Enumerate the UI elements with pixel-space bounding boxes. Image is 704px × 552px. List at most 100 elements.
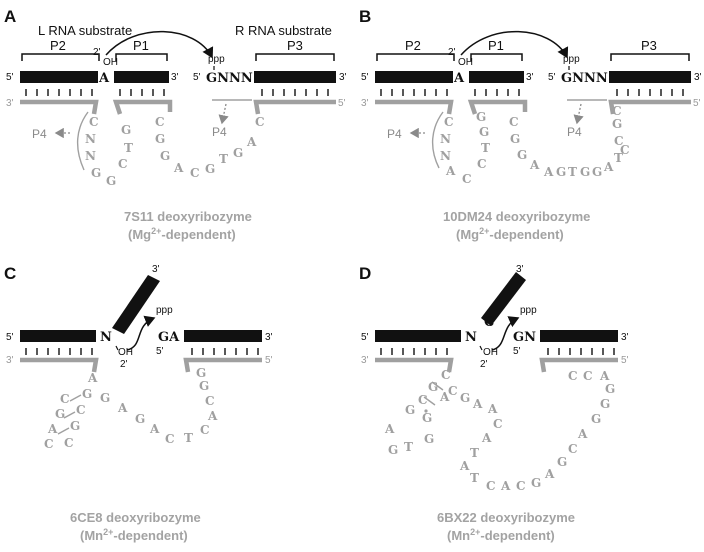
- loop-nucleotide: C: [620, 143, 630, 157]
- stem-pairings: [57, 394, 82, 435]
- five-prime-label: 5': [338, 98, 346, 109]
- loop-nucleotide: A: [577, 427, 588, 441]
- loop-nucleotide: A: [246, 135, 257, 149]
- n-nucleotide: N: [465, 330, 477, 345]
- metal-dependence: (Mg2+-dependent): [128, 226, 236, 242]
- loop-nucleotide: A: [472, 397, 483, 411]
- oh-bond: [115, 345, 119, 351]
- p1-bracket: [115, 53, 168, 61]
- loop-nucleotide: A: [544, 467, 555, 481]
- ppp-label: ppp: [156, 305, 173, 316]
- loop-nucleotide: A: [149, 422, 160, 436]
- loop-nucleotide: C: [509, 115, 519, 129]
- loop-nucleotide: C: [568, 442, 578, 456]
- l-substrate-strand-p1: [469, 71, 524, 83]
- panel-a: A L RNA substrate R RNA substrate P2 P1 …: [4, 7, 347, 242]
- panel-c: C 3' 5' N GA 3' ppp OH 2' 5' 3' 5' A: [4, 264, 273, 543]
- panel-d: D 3' C 5' N GN 3' ppp OH 2' 5' 3' 5' C: [359, 264, 629, 543]
- loop-nucleotide: G: [460, 391, 470, 405]
- p2-bracket: [376, 53, 455, 61]
- gnnn-sequence: GNNN: [206, 71, 253, 86]
- p2-bracket: [21, 53, 100, 61]
- loop-nucleotide: G: [135, 412, 145, 426]
- loop-nucleotide: C: [448, 384, 458, 398]
- three-prime-label: 3': [6, 355, 14, 366]
- dna-arm-middle: [467, 99, 528, 115]
- loop-nucleotide: G: [612, 117, 622, 131]
- l-substrate-strand-p2: [375, 71, 453, 83]
- deoxyribozyme-name: 6CE8 deoxyribozyme: [70, 510, 201, 525]
- attack-arrow: [126, 315, 156, 351]
- five-prime-label: 5': [265, 355, 273, 366]
- r-rna-substrate-label: R RNA substrate: [235, 23, 332, 38]
- panel-letter: B: [359, 7, 371, 26]
- loop-nucleotide: C: [190, 166, 200, 180]
- base-pair-ticks: [25, 348, 259, 355]
- five-prime-label: 5': [361, 72, 369, 83]
- loop-nucleotide: G: [121, 123, 131, 137]
- catalytic-loop: C N N G G C T G C G G A C G T G A C: [85, 115, 265, 188]
- ligation-arrow: [105, 30, 214, 59]
- right-rna-strand: [540, 330, 618, 342]
- five-prime-label: 5': [6, 332, 14, 343]
- deoxyribozyme-name: 7S11 deoxyribozyme: [124, 209, 252, 224]
- loop-nucleotide: G: [428, 380, 438, 394]
- loop-nucleotide: G: [196, 366, 206, 380]
- a-nucleotide: A: [453, 71, 465, 86]
- loop-nucleotide: A: [459, 459, 470, 473]
- ligation-arrow: [460, 30, 569, 59]
- loop-nucleotide: C: [614, 134, 624, 148]
- p3-bracket: [255, 53, 335, 61]
- loop-nucleotide: A: [481, 431, 492, 445]
- loop-nucleotide: C: [612, 104, 622, 118]
- loop-nucleotide: C: [486, 479, 496, 493]
- diagonal-rna-strand: [112, 275, 160, 334]
- five-prime-label: 5': [513, 346, 521, 357]
- three-prime-label: 3': [152, 264, 160, 275]
- loop-nucleotide: T: [614, 151, 623, 165]
- loop-nucleotide: G: [199, 379, 209, 393]
- dna-arm-left: [375, 99, 454, 115]
- deoxyribozyme-name: 6BX22 deoxyribozyme: [437, 510, 575, 525]
- loop-nucleotide: T: [470, 471, 479, 485]
- loop-nucleotide: C: [76, 403, 86, 417]
- l-rna-substrate-label: L RNA substrate: [38, 23, 132, 38]
- dna-arm-left: [20, 357, 99, 373]
- loop-nucleotide: G: [91, 166, 101, 180]
- loop-nucleotide: G: [405, 403, 415, 417]
- left-rna-strand: [375, 330, 461, 342]
- stem-pairings: [423, 381, 444, 413]
- p4-label: P4: [32, 127, 47, 141]
- base-pair-ticks: [380, 89, 684, 96]
- panel-letter: A: [4, 7, 16, 26]
- dna-arm-left: [375, 357, 454, 373]
- p3-label: P3: [287, 38, 303, 53]
- oh-label: OH: [118, 347, 133, 358]
- three-prime-label: 3': [6, 98, 14, 109]
- loop-nucleotide: A: [384, 422, 395, 436]
- five-prime-label: 5': [156, 346, 164, 357]
- loop-nucleotide: G: [510, 132, 520, 146]
- three-prime-label: 3': [694, 72, 702, 83]
- two-prime-label: 2': [93, 47, 101, 58]
- loop-nucleotide: G: [106, 174, 116, 188]
- loop-nucleotide: A: [543, 165, 554, 179]
- loop-nucleotide: G: [100, 391, 110, 405]
- loop-nucleotide: G: [591, 412, 601, 426]
- loop-nucleotide: N: [440, 149, 451, 163]
- base-pair-ticks: [25, 89, 329, 96]
- oh-label: OH: [103, 57, 118, 68]
- dna-arm-middle: [112, 99, 173, 115]
- loop-nucleotide: C: [200, 423, 210, 437]
- loop-nucleotide: N: [85, 149, 96, 163]
- dna-arm-right: [608, 99, 691, 115]
- loop-nucleotide: G: [160, 149, 170, 163]
- oh-bond: [479, 345, 483, 351]
- loop-nucleotide: C: [165, 432, 175, 446]
- loop-nucleotide: A: [599, 369, 610, 383]
- loop-nucleotide: T: [219, 152, 228, 166]
- p4-label: P4: [212, 125, 227, 139]
- five-prime-label: 5': [6, 72, 14, 83]
- ga-dinucleotide: GA: [158, 330, 180, 345]
- loop-nucleotide: G: [233, 146, 243, 160]
